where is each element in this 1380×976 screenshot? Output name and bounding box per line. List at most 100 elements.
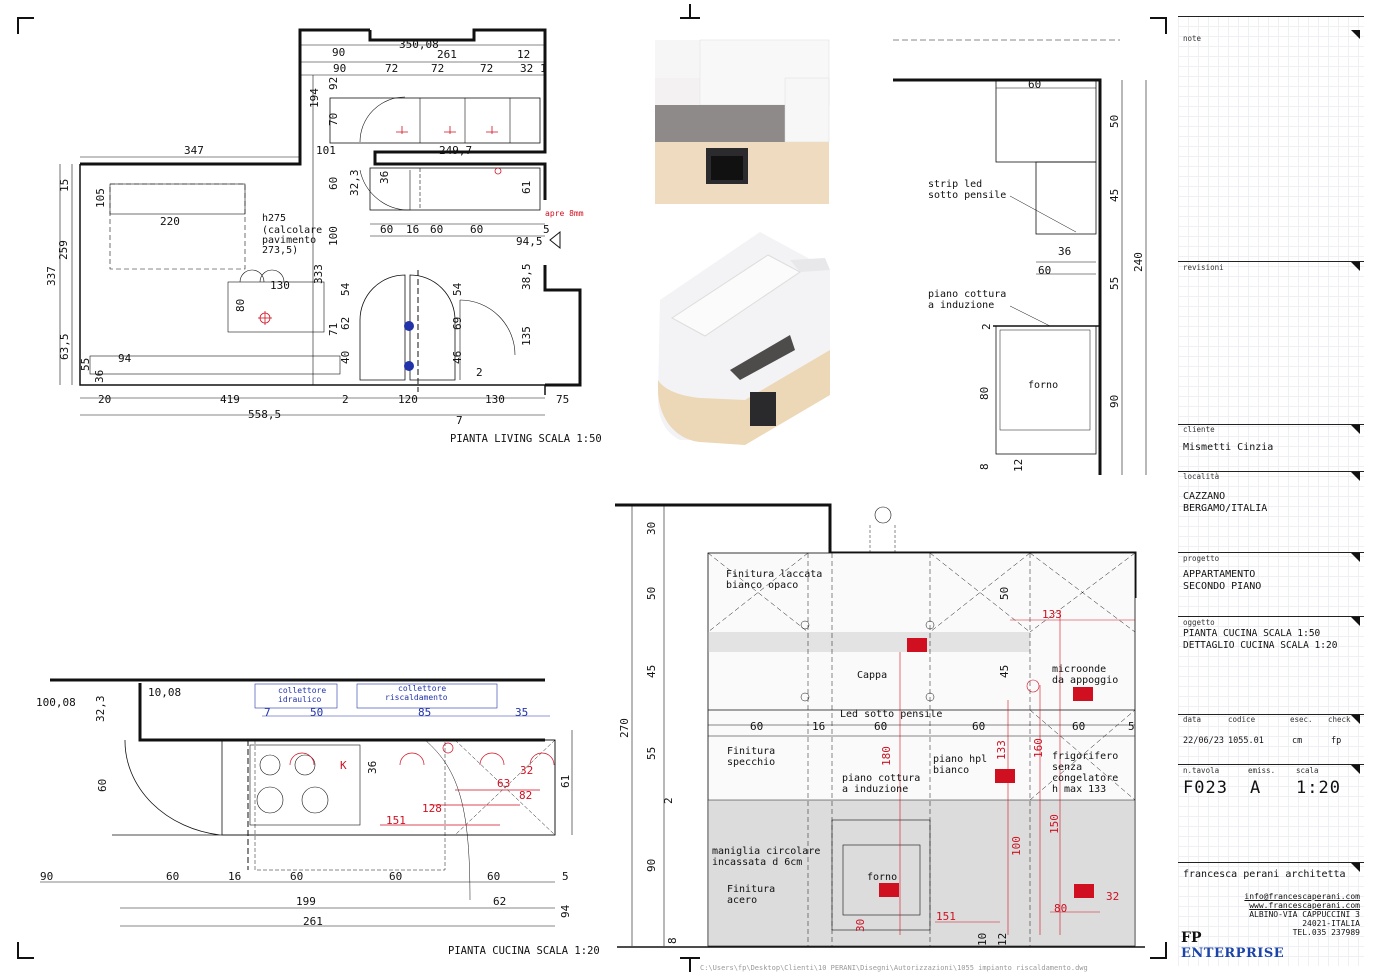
dim-red: 150 xyxy=(1048,814,1061,834)
dim: 240 xyxy=(1132,252,1145,272)
dim: 7 xyxy=(264,706,271,719)
dim: 46 xyxy=(451,351,464,364)
elevation-dims: 30 50 270 45 55 2 90 8 60 16 60 60 60 5 … xyxy=(618,522,1135,946)
dim: 419 xyxy=(220,393,240,406)
dim: 558,5 xyxy=(248,408,281,421)
dim-red: 80 xyxy=(1054,902,1067,915)
dim: 80 xyxy=(234,299,247,312)
dim-red: 151 xyxy=(386,814,406,827)
progetto-label: progetto xyxy=(1183,554,1220,563)
localita-value: CAZZANO BERGAMO/ITALIA xyxy=(1183,491,1268,514)
dim: 12 xyxy=(517,48,530,61)
triangle-icon xyxy=(1351,472,1360,481)
plan-living-red-symbols xyxy=(258,126,502,325)
dim: 12 xyxy=(1012,459,1025,472)
dim: 55 xyxy=(1108,277,1121,290)
dim: 50 xyxy=(645,587,658,600)
dim: 249,7 xyxy=(439,144,472,157)
dim-red: 180 xyxy=(880,746,893,766)
codice-label: codice xyxy=(1228,715,1256,724)
dim-red: 160 xyxy=(1032,738,1045,758)
dim: 90 xyxy=(333,62,346,75)
check-label: check xyxy=(1328,715,1351,724)
dim: 54 xyxy=(339,282,352,296)
dim: 61 xyxy=(520,181,533,194)
dim: 36 xyxy=(366,761,379,774)
dim: 50 xyxy=(1108,115,1121,128)
oggetto-label: oggetto xyxy=(1183,618,1215,627)
dim: 2 xyxy=(476,366,483,379)
dim: 72 xyxy=(480,62,493,75)
dim: 45 xyxy=(645,665,658,678)
dim: 75 xyxy=(556,393,569,406)
dim-red: 30 xyxy=(854,919,867,932)
dim-red: 133 xyxy=(995,740,1008,760)
dim: 8 xyxy=(666,937,679,944)
dim: 60 xyxy=(487,870,500,883)
dim: 36 xyxy=(1058,245,1071,258)
dim: 36 xyxy=(93,370,106,383)
dim: 60 xyxy=(380,223,393,236)
dim: 30 xyxy=(645,522,658,535)
dim: 61 xyxy=(559,775,572,788)
dim: 5 xyxy=(1128,720,1135,733)
check-value: fp xyxy=(1331,736,1342,746)
dim: 60 xyxy=(874,720,887,733)
dim: 60 xyxy=(750,720,763,733)
dim: 220 xyxy=(160,215,180,228)
dim: 60 xyxy=(1028,78,1041,91)
dim-red: 133 xyxy=(1042,608,1062,621)
dim-red: 63 xyxy=(497,777,510,790)
cliente-value: Mismetti Cinzia xyxy=(1183,442,1274,453)
studio-name: francesca perani architetta xyxy=(1183,869,1346,880)
dim: 16 xyxy=(406,223,419,236)
dim: 90 xyxy=(40,870,53,883)
studio-address: ALBINO-VIA CAPPUCCINI 3 24021-ITALIA TEL… xyxy=(1249,910,1360,937)
studio-website[interactable]: www.francescaperani.com xyxy=(1249,901,1360,910)
dim: 100 xyxy=(327,226,340,246)
dim: 60 xyxy=(389,870,402,883)
dim: 40 xyxy=(339,351,352,364)
label-led: Led sotto pensile xyxy=(840,709,942,720)
dim: 38,5 xyxy=(520,264,533,291)
dim: 101 xyxy=(316,144,336,157)
dim: 105 xyxy=(94,188,107,208)
elevation xyxy=(615,503,1145,948)
esec-label: esec. xyxy=(1290,715,1313,724)
dim: 16 xyxy=(812,720,825,733)
elevation-red-markers xyxy=(879,638,1094,898)
dim: 32,3 xyxy=(348,170,361,197)
revisioni-label: revisioni xyxy=(1183,263,1224,272)
plumbing-points xyxy=(404,321,414,371)
triangle-icon xyxy=(1351,553,1360,562)
dim: 100,08 xyxy=(36,696,76,709)
dim: 5 xyxy=(543,223,550,236)
dim: 55 xyxy=(79,358,92,371)
dim: 60 xyxy=(1072,720,1085,733)
render-axonometric xyxy=(658,232,830,445)
triangle-icon xyxy=(1351,765,1360,774)
dim-red: 128 xyxy=(422,802,442,815)
logo-fp: FP xyxy=(1181,930,1202,946)
dim: 50 xyxy=(998,587,1011,600)
marker-k: K xyxy=(340,759,347,772)
studio-email[interactable]: info@francescaperani.com xyxy=(1244,892,1360,901)
plan-living-dims: 350,08 90 261 12 90 72 72 72 32 1 194 92… xyxy=(45,38,569,427)
dim: 85 xyxy=(418,706,431,719)
title-block: note revisioni cliente Mismetti Cinzia l… xyxy=(1178,16,1364,966)
dim: 80 xyxy=(978,387,991,400)
oggetto-value: PIANTA CUCINA SCALA 1:50 DETTAGLIO CUCIN… xyxy=(1183,628,1338,651)
codice-value: 1055.01 xyxy=(1228,736,1264,746)
dim: 55 xyxy=(645,747,658,760)
dim: 16 xyxy=(228,870,241,883)
dim: 50 xyxy=(310,706,323,719)
dim: 60 xyxy=(96,779,109,792)
